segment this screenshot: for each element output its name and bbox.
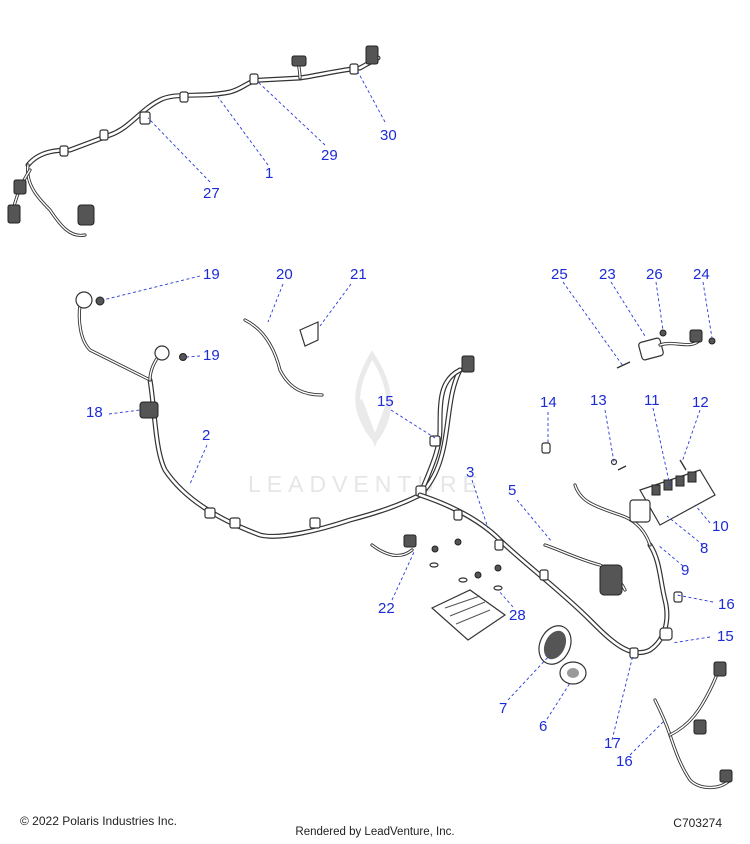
callout-30: 30: [380, 127, 397, 144]
leader-lines: [102, 71, 714, 756]
diagram-catalog-code: C703274: [673, 816, 722, 830]
callout-8: 8: [700, 540, 708, 557]
callout-9: 9: [681, 562, 689, 579]
callout-7: 7: [499, 700, 507, 717]
rendered-by-credit: Rendered by LeadVenture, Inc.: [295, 826, 455, 838]
callout-25: 25: [551, 266, 568, 283]
callout-20: 20: [276, 266, 293, 283]
callout-10: 10: [712, 518, 729, 535]
callout-24: 24: [693, 266, 710, 283]
main-wire-harness: [75, 291, 475, 539]
callout-17: 17: [604, 735, 621, 752]
callout-2: 2: [202, 427, 210, 444]
secondary-wire-harness: [417, 492, 683, 659]
callout-5: 5: [508, 482, 516, 499]
callout-1: 1: [265, 165, 273, 182]
watermark-flame-icon: [355, 350, 393, 448]
watermark-text: LEADVENTURE: [248, 471, 484, 497]
callout-16-upper: 16: [718, 596, 735, 613]
callout-21: 21: [350, 266, 367, 283]
callout-6: 6: [539, 718, 547, 735]
copyright-notice: © 2022 Polaris Industries Inc.: [20, 814, 177, 828]
loose-hardware: [95, 296, 733, 790]
callout-12: 12: [692, 394, 709, 411]
callout-19-lower: 19: [203, 347, 220, 364]
callout-15-lower: 15: [717, 628, 734, 645]
lower-right-harness: [653, 661, 733, 790]
callout-23: 23: [599, 266, 616, 283]
fuse-relay-block: [573, 458, 716, 547]
callout-3: 3: [466, 464, 474, 481]
callout-22: 22: [378, 600, 395, 617]
control-module: [430, 589, 507, 641]
callout-14: 14: [540, 394, 557, 411]
callout-19-upper: 19: [203, 266, 220, 283]
callout-16-lower: 16: [616, 753, 633, 770]
callout-15-upper: 15: [377, 393, 394, 410]
upper-wire-harness: [7, 45, 381, 237]
callout-27: 27: [203, 185, 220, 202]
callout-18: 18: [86, 404, 103, 421]
callout-11: 11: [644, 392, 660, 409]
callout-29: 29: [321, 147, 338, 164]
relay-assembly: [616, 329, 716, 369]
callout-labels: 1 2 3 5 6 7 8 9 10 11 12 13 14 15 15 16 …: [86, 127, 735, 770]
grommet-small: [559, 661, 587, 685]
callout-26: 26: [646, 266, 663, 283]
leadventure-watermark: LEADVENTURE: [248, 350, 484, 497]
callout-28: 28: [509, 607, 526, 624]
grommet-large: [538, 625, 572, 665]
callout-13: 13: [590, 392, 607, 409]
